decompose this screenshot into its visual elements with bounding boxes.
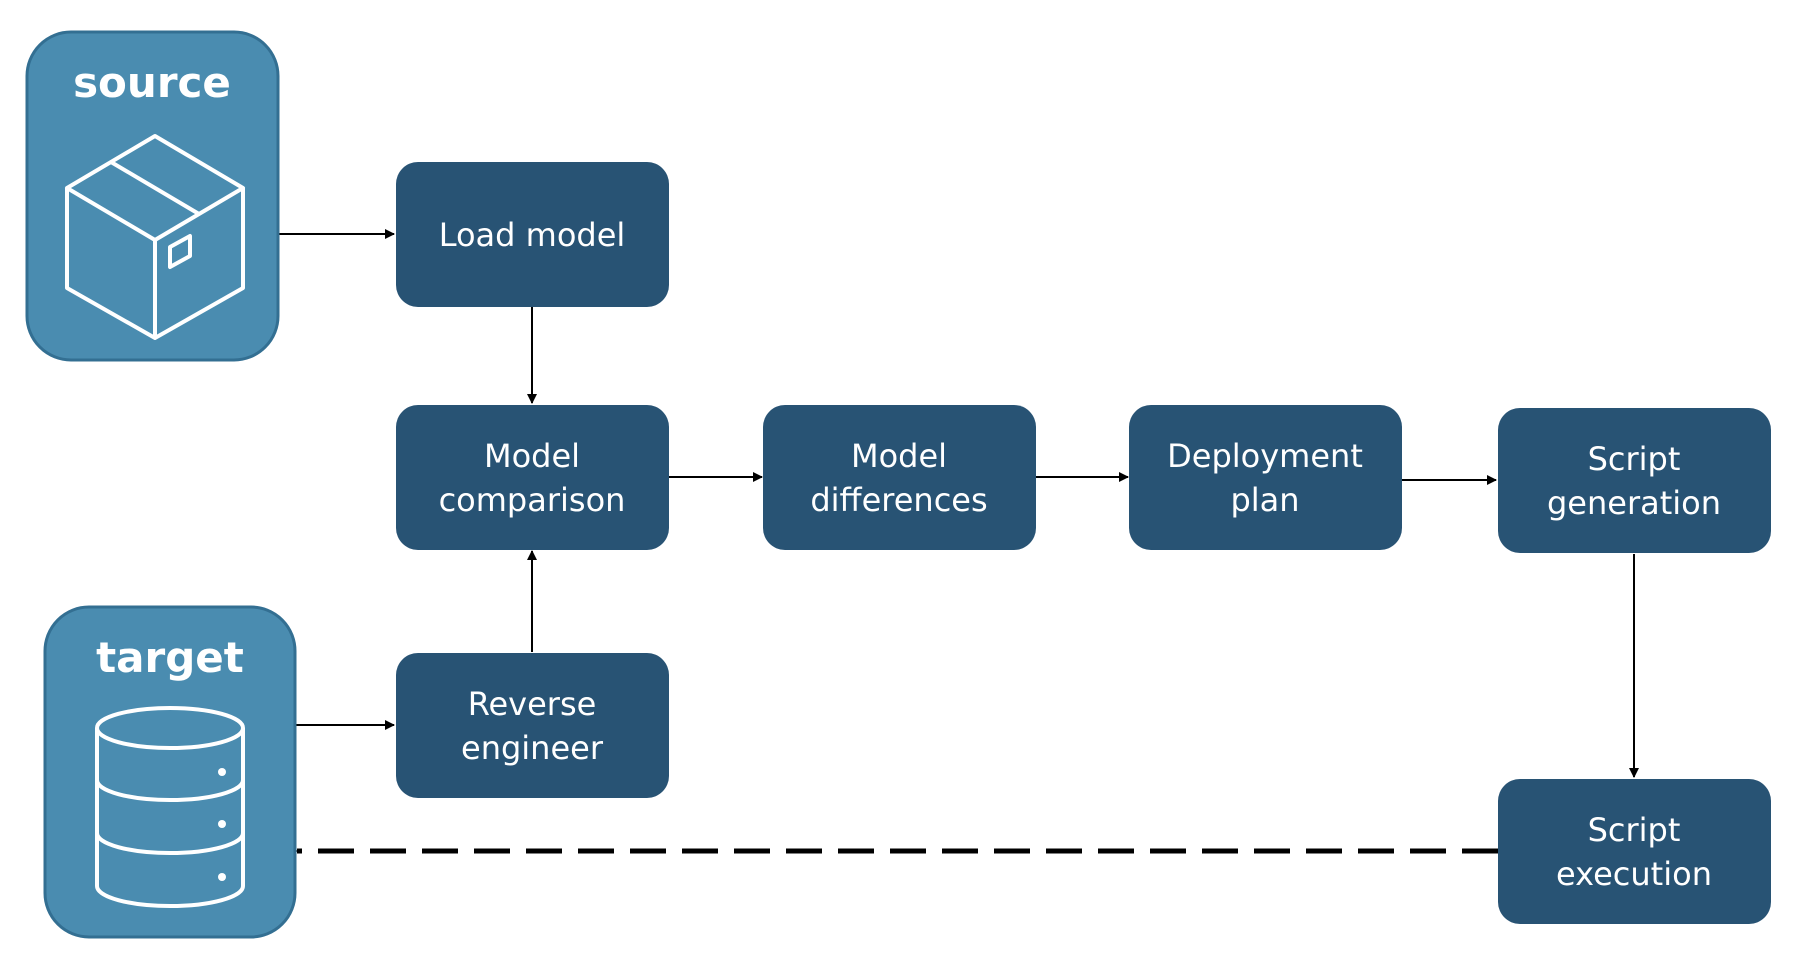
source-container-box [25,30,280,362]
source-container: source [25,30,280,362]
script-generation-node: Script generation [1498,408,1771,553]
target-container: target [43,605,297,939]
load-model-box [396,162,669,307]
deployment-plan-label-line-1: Deployment [1167,437,1363,475]
package-box-icon [65,134,245,340]
model-differences-box [763,405,1036,550]
deployment-plan-node: Deployment plan [1129,405,1402,550]
deployment-plan-box [1129,405,1402,550]
script-execution-label-line-1: Script [1588,811,1681,849]
load-model-label: Load model [439,216,626,254]
database-icon [95,706,245,908]
target-container-box [43,605,297,939]
model-comparison-box [396,405,669,550]
script-execution-box [1498,779,1771,924]
load-model-node: Load model [396,162,669,307]
model-comparison-node: Model comparison [396,405,669,550]
script-generation-box [1498,408,1771,553]
target-label: target [96,633,244,682]
reverse-engineer-label-line-1: Reverse [468,685,597,723]
model-differences-node: Model differences [763,405,1036,550]
deployment-plan-label-line-2: plan [1230,481,1299,519]
script-generation-label-line-1: Script [1588,440,1681,478]
source-label: source [73,58,231,107]
model-comparison-label-line-2: comparison [439,481,626,519]
reverse-engineer-node: Reverse engineer [396,653,669,798]
edges [279,229,1639,860]
reverse-engineer-label-line-2: engineer [461,729,604,767]
reverse-engineer-box [396,653,669,798]
script-generation-label-line-2: generation [1547,484,1721,522]
model-differences-label-line-1: Model [851,437,947,475]
model-comparison-label-line-1: Model [484,437,580,475]
script-execution-label-line-2: execution [1556,855,1712,893]
model-differences-label-line-2: differences [810,481,987,519]
script-execution-node: Script execution [1498,779,1771,924]
